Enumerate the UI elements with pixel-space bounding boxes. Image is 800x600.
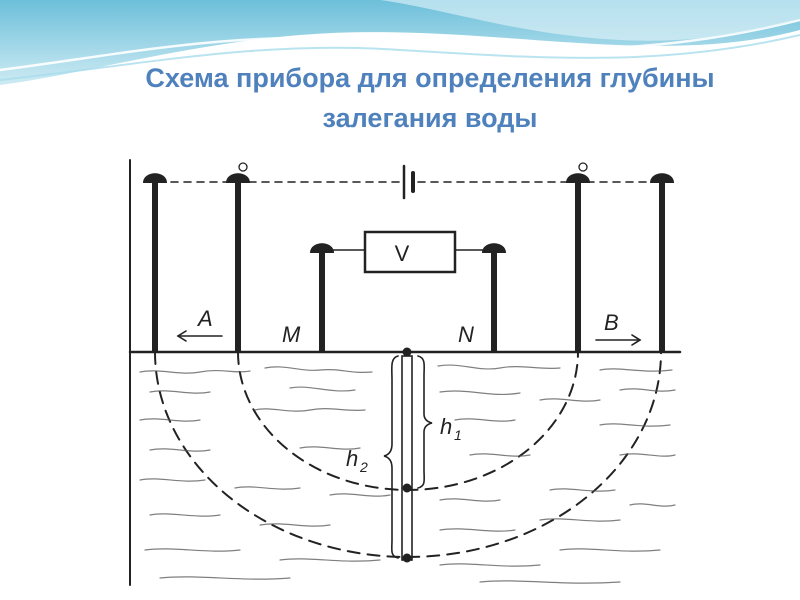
arrow-right-icon <box>595 334 642 346</box>
electrode-label-b: B <box>604 310 619 335</box>
slide-title-line-2: залегания воды <box>322 103 538 133</box>
water-depth-device-diagram: V A M N B h 1 h 2 <box>128 159 682 586</box>
electrode-label-m: M <box>282 322 301 347</box>
rod-top-point <box>402 347 412 357</box>
electrode-label-a: A <box>196 306 213 331</box>
h2-brace <box>383 355 399 559</box>
electrode-n <box>482 243 506 352</box>
electrode-m <box>310 243 334 352</box>
depth-label-h2-main: h <box>346 446 358 471</box>
measuring-rod <box>401 355 413 561</box>
voltmeter-box <box>363 230 457 274</box>
h1-brace <box>417 355 433 489</box>
electrode-inner-left <box>226 162 250 352</box>
header-wave-decoration <box>0 0 800 85</box>
depth-label-h2-sub: 2 <box>359 459 368 475</box>
rod-bottom-point <box>402 553 412 563</box>
rod-mid-point <box>402 483 412 493</box>
current-path-inner <box>237 351 579 491</box>
voltmeter-label: V <box>395 241 410 266</box>
electrode-a <box>143 173 167 352</box>
electrode-label-n: N <box>458 322 474 347</box>
arrow-left-icon <box>176 330 223 342</box>
depth-label-h1-main: h <box>440 414 452 439</box>
slide-title-line-1: Схема прибора для определения глубины <box>145 63 715 93</box>
depth-label-h1-sub: 1 <box>454 427 462 443</box>
depth-label-h1: h 1 <box>440 414 462 443</box>
electrode-b <box>650 173 674 352</box>
current-path-outer <box>154 351 662 558</box>
electrode-inner-right <box>566 162 590 352</box>
battery-icon <box>402 164 415 200</box>
slide-title: Схема прибора для определения глубины за… <box>0 58 800 138</box>
depth-label-h2: h 2 <box>346 446 368 475</box>
soil-water-hatching <box>139 364 676 584</box>
